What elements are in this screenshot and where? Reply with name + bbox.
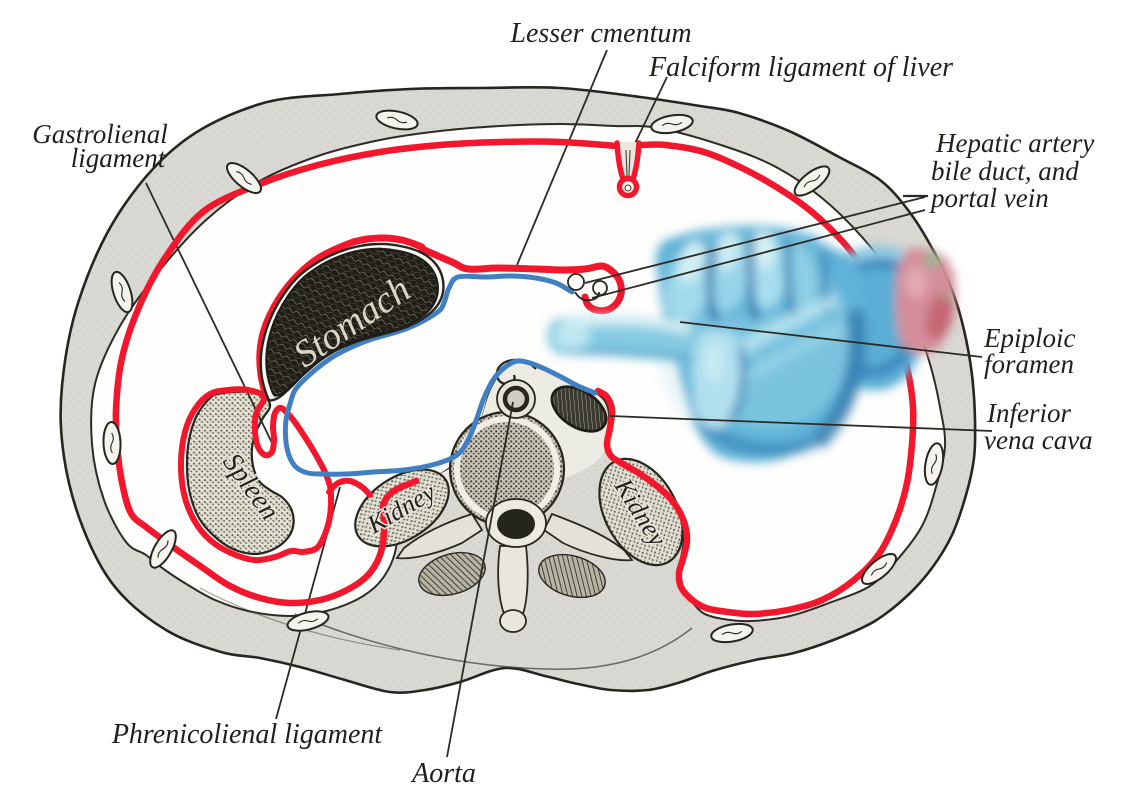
svg-text:foramen: foramen xyxy=(984,349,1074,379)
svg-text:Gastrolienal: Gastrolienal xyxy=(32,119,168,149)
svg-text:vena cava: vena cava xyxy=(984,425,1093,455)
svg-text:portal vein: portal vein xyxy=(929,183,1049,213)
svg-text:Inferior: Inferior xyxy=(986,398,1071,428)
svg-text:Aorta: Aorta xyxy=(410,758,476,789)
svg-text:Falciform ligament of liver: Falciform ligament of liver xyxy=(648,52,953,83)
svg-text:Epiploic: Epiploic xyxy=(983,323,1075,353)
svg-text:Hepatic artery: Hepatic artery xyxy=(935,128,1094,158)
svg-text:ligament: ligament xyxy=(71,143,167,173)
svg-text:Lesser cmentum: Lesser cmentum xyxy=(509,18,691,49)
svg-text:bile duct, and: bile duct, and xyxy=(931,156,1079,186)
svg-text:Phrenicolienal ligament: Phrenicolienal ligament xyxy=(111,719,384,750)
